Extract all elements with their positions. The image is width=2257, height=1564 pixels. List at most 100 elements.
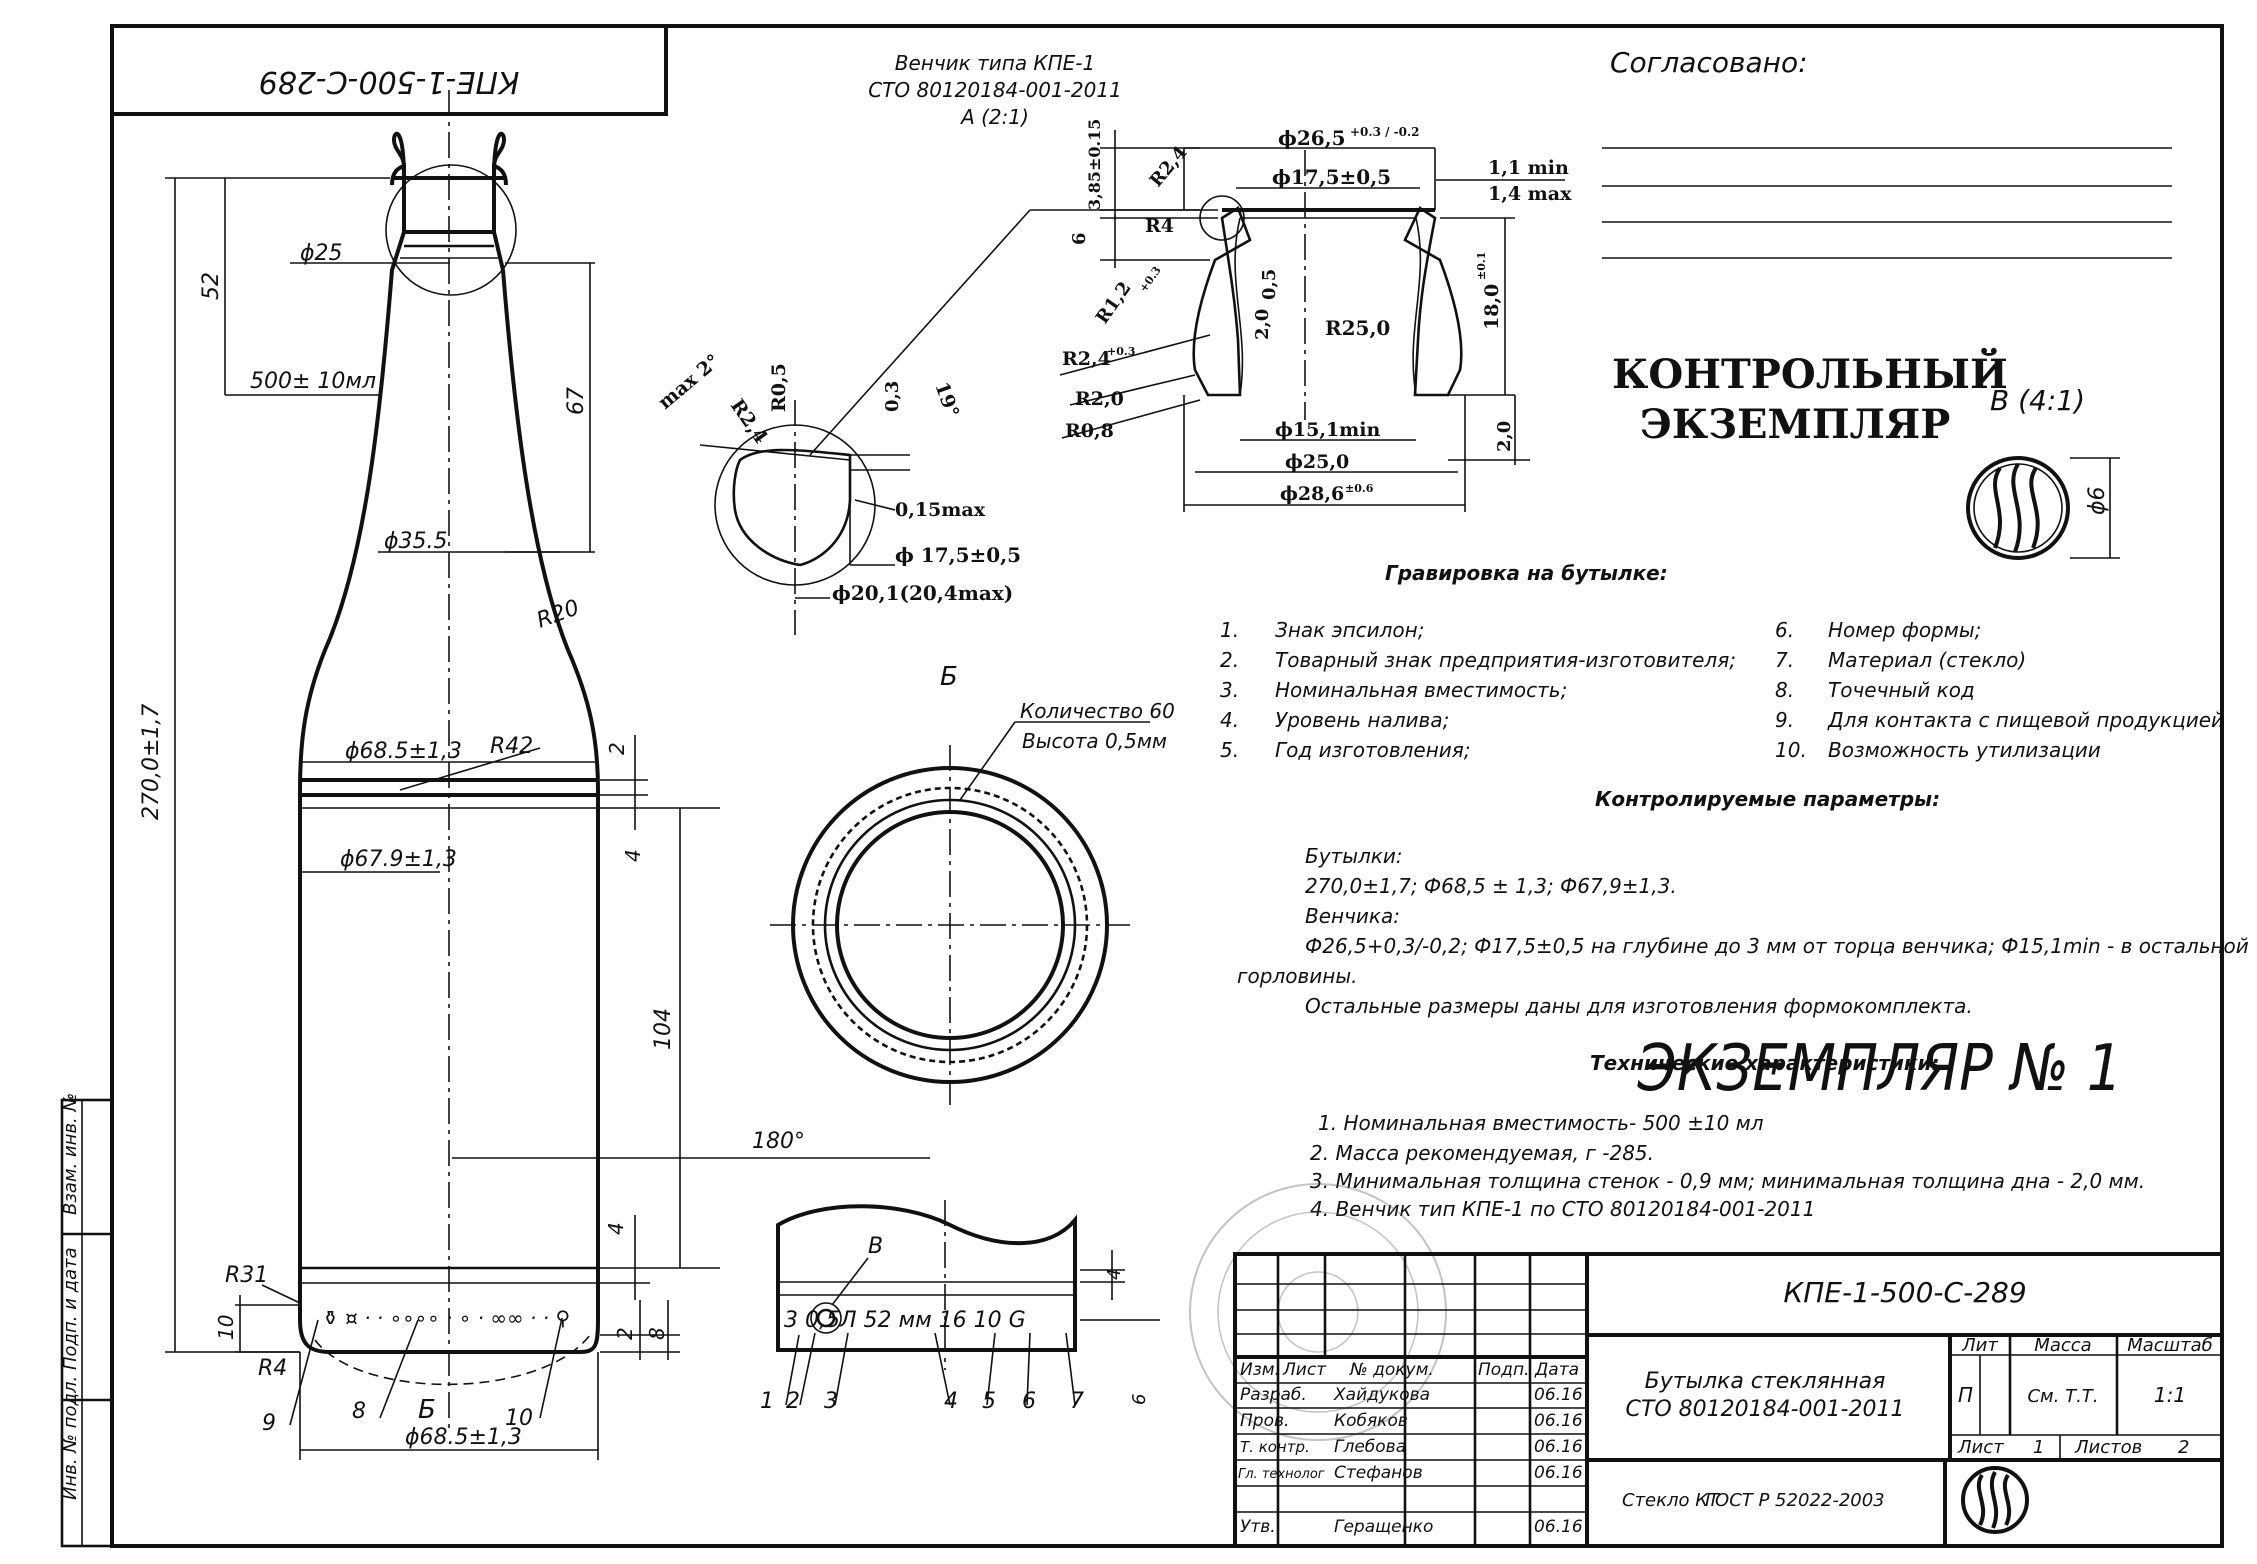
tb-row6-name: Геращенко	[1334, 1517, 1433, 1537]
crown-h20b: 2,0	[1494, 421, 1515, 452]
dim-d679: ϕ67.9±1,3	[340, 847, 457, 872]
bottom-n7: 7	[1070, 1389, 1084, 1414]
detail-max015: 0,15max	[895, 499, 986, 521]
dim-2b: 2	[613, 1327, 637, 1340]
tb-row3-date: 06.16	[1534, 1437, 1583, 1457]
eng-l-4: Уровень налива;	[1275, 708, 1449, 732]
view-b-title: В (4:1)	[1990, 384, 2085, 417]
crown-r250: R25,0	[1325, 316, 1390, 340]
dim-vol: 500± 10мл	[250, 369, 376, 394]
eng-l-1-n: 1.	[1220, 618, 1239, 642]
crown-h6: 6	[1069, 232, 1090, 245]
dim-8: 8	[645, 1327, 669, 1340]
tech-line-2: 2. Масса рекомендуемая, г -285.	[1310, 1141, 1654, 1165]
eng-r-8: Точечный код	[1828, 678, 1975, 702]
detail-h03: 0,3	[882, 381, 903, 412]
dim-r4: R4	[258, 1356, 287, 1381]
controlled-title: Контролируемые параметры:	[1595, 787, 1940, 811]
detail-max2: max 2°	[654, 350, 724, 414]
bottom-b-label: В	[868, 1234, 883, 1259]
crown-h05: 0,5	[1259, 269, 1280, 300]
agreement-block: Согласовано:	[1602, 46, 2172, 259]
control-stamp-line1: КОНТРОЛЬНЫЙ	[1612, 348, 2008, 398]
eng-r-10: Возможность утилизации	[1828, 738, 2101, 762]
section-b: Б Количество 60 Высота 0,5мм	[770, 662, 1175, 1105]
tb-scale: Масштаб	[2127, 1335, 2213, 1356]
tech-line-1: 1. Номинальная вместимость- 500 ±10 мл	[1318, 1111, 1764, 1135]
crown-title-view: А (2:1)	[959, 105, 1029, 129]
tb-row2-date: 06.16	[1534, 1411, 1583, 1431]
crown-r12-tol: +0.3	[1137, 264, 1164, 295]
eng-r-10-n: 10.	[1775, 738, 1807, 762]
dim-4b: 4	[604, 1222, 628, 1235]
crown-title-name: Венчик типа КПЕ-1	[895, 51, 1096, 75]
crown-d250: ϕ25,0	[1285, 451, 1349, 473]
agreed-label: Согласовано:	[1610, 46, 1808, 79]
eng-r-8-n: 8.	[1775, 678, 1794, 702]
blue-stamp: ЭКЗЕМПЛЯР № 1	[1637, 1032, 2123, 1107]
eng-l-3-n: 3.	[1220, 678, 1239, 702]
tech-title: Технические характеристики:	[1590, 1051, 1940, 1075]
dim-104: 104	[651, 1008, 676, 1050]
crown-r12: R1,2	[1092, 278, 1136, 328]
eng-l-1: Знак эпсилон;	[1275, 618, 1424, 642]
dim-d685b: ϕ68.5±1,3	[405, 1425, 522, 1450]
crown-min11: 1,1 min	[1488, 157, 1569, 179]
crown-r20: R2,0	[1075, 388, 1124, 410]
engraving-title: Гравировка на бутылке:	[1385, 561, 1668, 585]
tb-row3-role: Т. контр.	[1240, 1438, 1310, 1456]
dim-52: 52	[199, 272, 224, 300]
controlled-line-1: Бутылки:	[1305, 844, 1403, 868]
crown-d286: ϕ28,6	[1280, 483, 1344, 505]
side-stamps: Инв. № подл. Подп. и дата Взам. инв. №	[60, 1093, 114, 1548]
control-stamp: КОНТРОЛЬНЫЙ ЭКЗЕМПЛЯР	[1612, 348, 2008, 448]
sheet-frame	[110, 24, 2224, 1548]
bottle-outline: ⚱ ¤ · · ∘∘∘∘ · ∘ · ∞∞ · · ⚲	[298, 90, 600, 1430]
blue-stamp-text: ЭКЗЕМПЛЯР № 1	[1637, 1032, 2123, 1107]
detail-d201: ϕ20,1(20,4max)	[832, 581, 1013, 605]
title-block: КПЕ-1-500-С-289 Бутылка стеклянная СТО 8…	[1233, 1252, 2224, 1548]
crown-d286-tol: ±0.6	[1345, 482, 1374, 495]
tb-scale-val: 1:1	[2154, 1383, 2186, 1407]
dim-r31: R31	[225, 1263, 268, 1288]
eng-r-6: Номер формы;	[1828, 618, 1981, 642]
controlled-line-2: 270,0±1,7; Ф68,5 ± 1,3; Ф67,9±1,3.	[1305, 874, 1677, 898]
controlled-params: Контролируемые параметры: Бутылки: 270,0…	[1237, 787, 2257, 1018]
eng-r-9-n: 9.	[1775, 708, 1794, 732]
dim-67: 67	[564, 387, 589, 415]
tb-lit: Лит	[1961, 1335, 1998, 1356]
crown-h20: 2,0	[1252, 309, 1273, 340]
tb-row1-name: Хайдукова	[1333, 1385, 1430, 1405]
tb-hdr-doc: № докум.	[1349, 1360, 1434, 1380]
stamp-sign-date: Подп. и дата	[60, 1247, 81, 1370]
crown-d265-tol: +0.3 / -0.2	[1350, 125, 1420, 139]
stamp-inv-orig: Инв. № подл.	[60, 1376, 81, 1500]
engraving-list: Гравировка на бутылке: 1. Знак эпсилон; …	[1220, 561, 2224, 762]
tb-row1-role: Разраб.	[1240, 1385, 1307, 1405]
controlled-line-4: Ф26,5+0,3/-0,2; Ф17,5±0,5 на глубине до …	[1305, 934, 2257, 958]
bottom-n5: 5	[982, 1389, 996, 1414]
section-b-label: Б	[418, 1395, 436, 1425]
dim-10: 10	[214, 1315, 238, 1340]
stamp-inv-repl: Взам. инв. №	[60, 1093, 81, 1215]
controlled-line-5: горловины.	[1237, 964, 1357, 988]
eng-r-7: Материал (стекло)	[1828, 648, 2026, 672]
rotated-code-box	[110, 24, 668, 116]
eng-r-9: Для контакта с пищевой продукцией	[1827, 708, 2224, 732]
controlled-line-3: Венчика:	[1305, 904, 1400, 928]
dim-2a: 2	[605, 742, 629, 755]
tb-hdr-izm: Изм.	[1240, 1360, 1280, 1380]
dim-4a: 4	[621, 849, 645, 862]
eng-r-6-n: 6.	[1775, 618, 1794, 642]
tech-line-4: 4. Венчик тип КПЕ-1 по СТО 80120184-001-…	[1310, 1197, 1815, 1221]
crown-r24b: R2,4	[1062, 348, 1111, 370]
tb-hdr-list: Лист	[1282, 1360, 1327, 1380]
crown-d151: ϕ15,1min	[1275, 419, 1380, 441]
tb-code: КПЕ-1-500-С-289	[1783, 1276, 2026, 1309]
eng-l-2-n: 2.	[1220, 648, 1239, 672]
dim-d25: ϕ25	[300, 241, 343, 266]
crown-h180: 18,0	[1481, 284, 1503, 330]
controlled-line-6: Остальные размеры даны для изготовления …	[1305, 994, 1973, 1018]
tb-sheets: Листов	[2074, 1437, 2142, 1458]
bottom-marks: 3 0,5Л 52 мм 16 10 G	[784, 1308, 1026, 1333]
